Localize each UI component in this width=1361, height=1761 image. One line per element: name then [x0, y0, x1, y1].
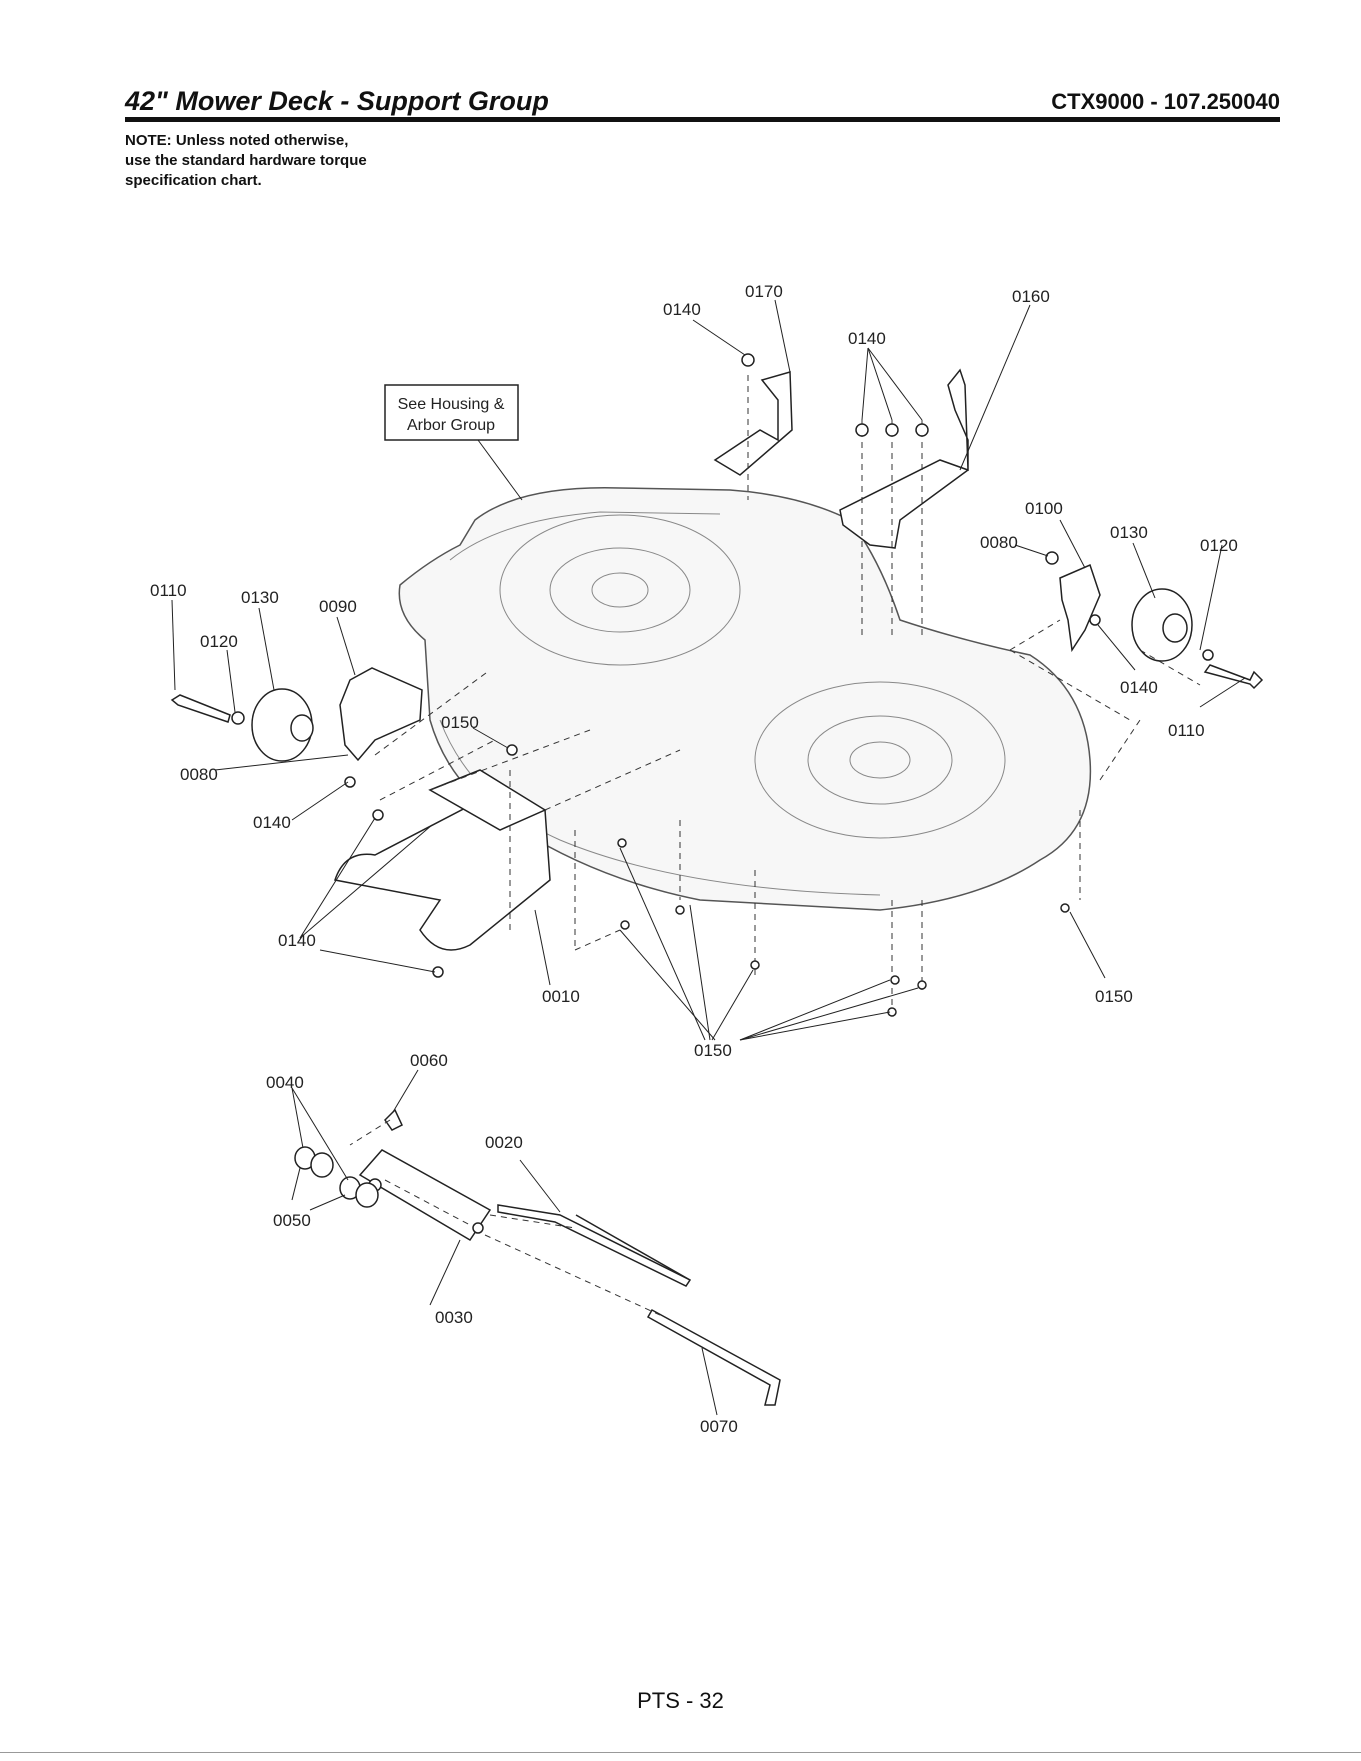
spacers-washers: [294, 1146, 379, 1208]
gauge-wheel-right: [1131, 588, 1193, 662]
callout-0020: 0020: [485, 1133, 523, 1152]
callout-0030: 0030: [435, 1308, 473, 1327]
callout-0120-left: 0120: [200, 632, 238, 651]
hardware-screws: [344, 353, 1070, 1017]
hardware-nut-right: [1045, 551, 1214, 661]
deck-hanger-bracket-left: [713, 371, 793, 500]
torque-note: NOTE: Unless noted otherwise, use the st…: [125, 131, 455, 191]
deck-hanger-bracket-right: [839, 368, 969, 640]
reference-line-1: See Housing &: [398, 396, 505, 413]
note-line-2: use the standard hardware torque: [125, 152, 367, 169]
callout-0110-left: 0110: [150, 581, 187, 600]
callout-0040: 0040: [266, 1073, 304, 1092]
page-title: 42" Mower Deck - Support Group: [125, 86, 549, 116]
callout-0150-bottom: 0150: [694, 1041, 732, 1060]
callout-0140-right-top: 0140: [848, 329, 886, 348]
callout-0130-right: 0130: [1110, 523, 1148, 542]
callout-0080-right: 0080: [980, 533, 1018, 552]
callout-0130-left: 0130: [241, 588, 279, 607]
see-housing-arbor-reference: See Housing & Arbor Group: [384, 384, 523, 501]
wheel-bracket-right: [1059, 563, 1101, 653]
hairpin-clip: [384, 1108, 403, 1131]
page-number: PTS - 32: [637, 1688, 724, 1713]
header-rule: [125, 117, 1280, 122]
callout-labels: 0140 0170 0140 0160 0100 0080 0130 0120 …: [150, 282, 1238, 1436]
callout-0140-top: 0140: [663, 300, 701, 319]
front-support-bracket: [334, 769, 551, 951]
gauge-wheel-left: [251, 688, 314, 762]
callout-0120-right: 0120: [1200, 536, 1238, 555]
wheel-bracket-left: [339, 667, 423, 762]
callout-0010: 0010: [542, 987, 580, 1006]
deck-link-rod: [497, 1204, 692, 1287]
footer-rule: [0, 1752, 1361, 1753]
callout-0140-left: 0140: [253, 813, 291, 832]
page-header: 42" Mower Deck - Support Group CTX9000 -…: [125, 80, 1280, 120]
shoulder-bolt-left: [170, 694, 245, 725]
assembly-lines: [349, 619, 1201, 1316]
reference-line-2: Arbor Group: [407, 417, 495, 434]
note-line-3: specification chart.: [125, 172, 262, 189]
callout-0100: 0100: [1025, 499, 1063, 518]
front-link-rod: [646, 1308, 781, 1406]
callout-0150-left: 0150: [441, 713, 479, 732]
callout-0080-left: 0080: [180, 765, 218, 784]
callout-0170: 0170: [745, 282, 783, 301]
callout-0140-lower: 0140: [278, 931, 316, 950]
callout-0070: 0070: [700, 1417, 738, 1436]
model-number: CTX9000 - 107.250040: [1051, 89, 1280, 114]
shoulder-bolt-right: [1203, 664, 1264, 690]
callout-0090: 0090: [319, 597, 357, 616]
callout-0160: 0160: [1012, 287, 1050, 306]
callout-0050: 0050: [273, 1211, 311, 1230]
leader-lines: [171, 299, 1246, 1416]
callout-0150-right: 0150: [1095, 987, 1133, 1006]
callout-0140-right-mid: 0140: [1120, 678, 1158, 697]
note-line-1: NOTE: Unless noted otherwise,: [125, 132, 349, 149]
callout-0110-right: 0110: [1168, 721, 1205, 740]
callout-0060: 0060: [410, 1051, 448, 1070]
lift-arm: [358, 1149, 492, 1242]
